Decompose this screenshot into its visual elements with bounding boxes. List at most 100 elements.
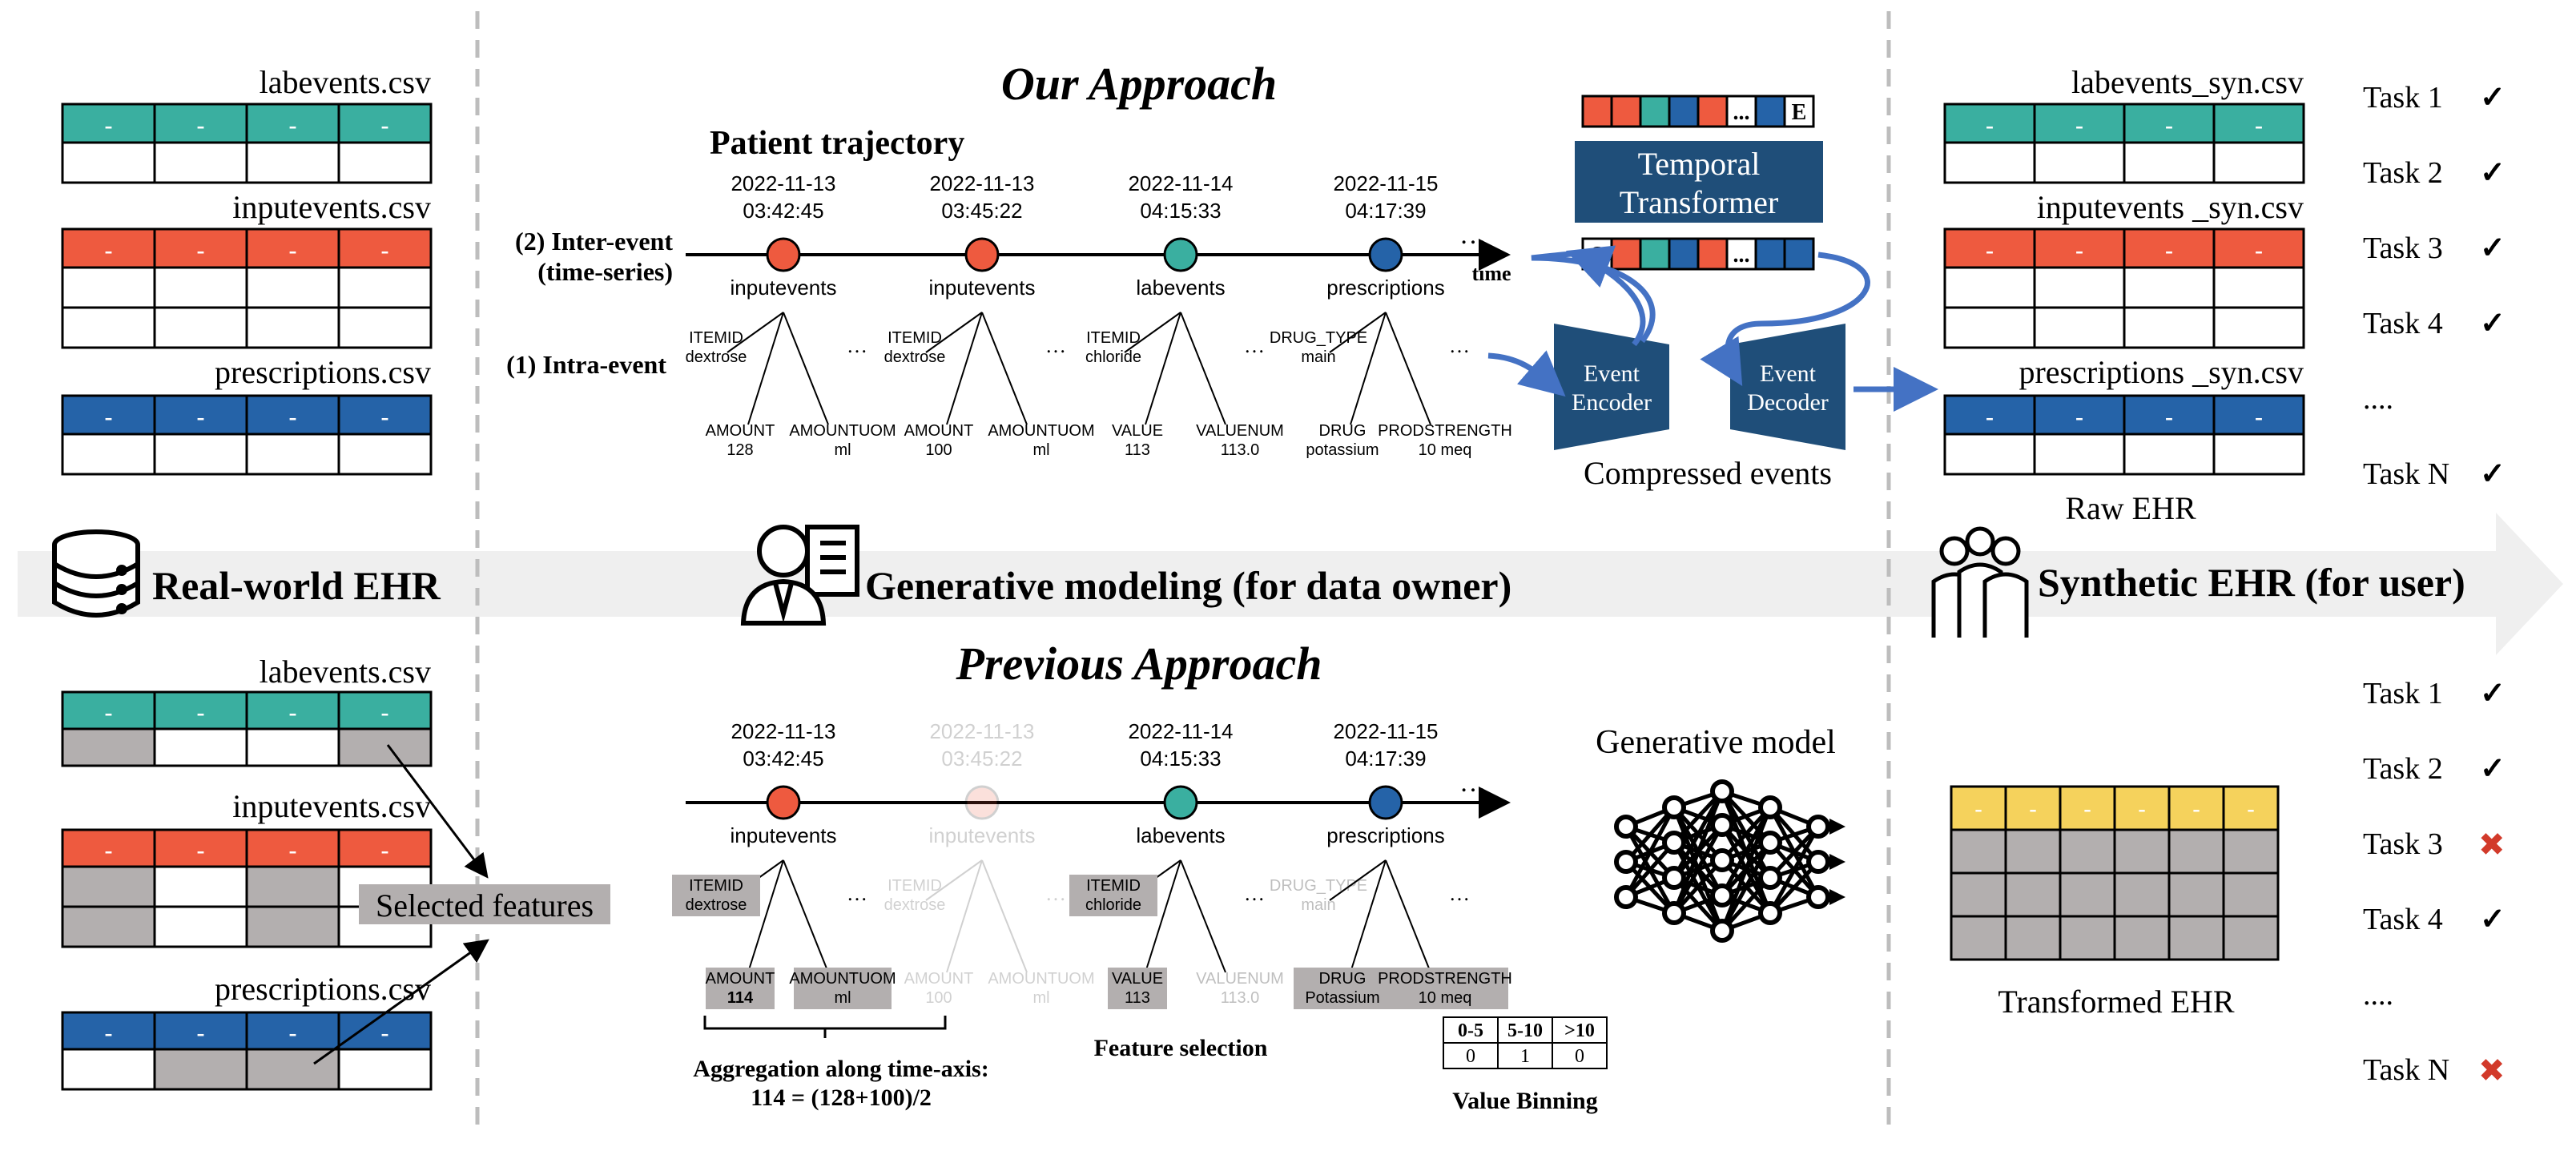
bin-value-label: 1 — [1520, 1046, 1530, 1067]
prescriptions-header-dash: - — [105, 404, 113, 430]
tree-branch — [727, 312, 784, 353]
transformed-header-dash: - — [2247, 797, 2254, 822]
table-labevents-bottom: ---- — [61, 690, 433, 767]
labevents-syn-cell — [2212, 141, 2305, 184]
prescriptions-header-cell — [61, 394, 156, 436]
section-title-generative: Generative modeling (for data owner) — [865, 563, 1511, 608]
nn-node — [1662, 795, 1686, 819]
tree-branch — [1329, 312, 1387, 353]
tree-leaf-key: DRUG — [1319, 422, 1366, 440]
bin-header-label: 5-10 — [1507, 1020, 1543, 1041]
event-time: 03:42:45 — [743, 199, 823, 223]
event-node — [1368, 785, 1403, 820]
token-cell — [1754, 237, 1786, 271]
temporal-transformer-box — [1575, 141, 1823, 223]
inputevents-syn-header-dash: - — [2075, 237, 2083, 264]
inter-event-label: (2) Inter-event — [515, 227, 673, 256]
syn-file-labevents: labevents_syn.csv — [2071, 64, 2304, 100]
task-label: Task 1 — [2363, 81, 2443, 115]
labevents-bottom-cell — [337, 727, 433, 767]
tree-leaf-key: VALUENUM — [1196, 970, 1284, 988]
task-check-icon: ✓ — [2480, 903, 2506, 936]
token-label: ... — [1733, 100, 1750, 125]
tree-branch — [981, 312, 1028, 425]
prescriptions-syn-cell — [1943, 433, 2036, 476]
event-1: 2022-11-1303:45:22inputevents…ITEMIDdext… — [884, 171, 1095, 459]
event-time: 04:17:39 — [1345, 199, 1426, 223]
nn-node — [1758, 866, 1782, 890]
labevents-bottom-header-dash: - — [197, 699, 205, 726]
table-prescriptions: ---- — [61, 394, 433, 476]
prescriptions-bottom-cell — [153, 1048, 248, 1091]
bin-header-label: 0-5 — [1458, 1020, 1483, 1041]
tree-leaf-highlight — [672, 875, 760, 916]
event-time: 04:15:33 — [1140, 199, 1221, 223]
inputevents-bottom-cell — [61, 865, 156, 908]
labevents-syn-header-cell — [2033, 103, 2126, 144]
tree-leaf-key: AMOUNTUOM — [789, 970, 896, 988]
transformed-header-dash: - — [2029, 797, 2036, 822]
inputevents-header-cell — [337, 227, 433, 269]
inputevents-syn-cell — [2033, 306, 2126, 349]
prescriptions-bottom-cell — [61, 1048, 156, 1091]
event-type-label: inputevents — [731, 823, 837, 847]
labevents-bottom-cell — [245, 727, 340, 767]
file-label-prescriptions: prescriptions.csv — [215, 354, 431, 390]
inputevents-header-cell — [153, 227, 248, 269]
tree-leaf-highlight — [1294, 968, 1391, 1009]
event-date: 2022-11-13 — [731, 719, 835, 743]
labevents-bottom-cell — [153, 727, 248, 767]
section-title-real-world: Real-world EHR — [152, 563, 441, 608]
labevents-syn-header-cell — [1943, 103, 2036, 144]
tree-ellipsis: … — [1244, 882, 1265, 905]
inputevents-cell — [245, 306, 340, 349]
tree-ellipsis: … — [847, 882, 867, 905]
tree-ellipsis: … — [1449, 882, 1470, 905]
bin-value-cell — [1552, 1042, 1608, 1069]
event-type-label: inputevents — [731, 276, 837, 300]
nn-node — [1710, 883, 1734, 907]
tree-leaf-key: PRODSTRENGTH — [1378, 422, 1512, 440]
event-node — [1163, 237, 1198, 272]
event-group-bottom: 2022-11-13 03:42:45 inputevents … ITEMIDdext… — [672, 719, 1512, 1009]
file-label-labevents-bottom: labevents.csv — [260, 654, 431, 690]
tree-branch — [925, 859, 983, 901]
prescriptions-syn-cell — [2033, 433, 2126, 476]
tree-leaf-highlight — [1382, 968, 1508, 1009]
transformed-cell — [2167, 915, 2225, 961]
data-owner-icon — [740, 525, 859, 626]
event-encoder-label-1: Event — [1584, 360, 1640, 387]
transformed-cell — [2222, 871, 2280, 918]
event-date: 2022-11-15 — [1333, 171, 1438, 195]
nn-edge — [1624, 806, 1676, 863]
syn-file-prescriptions: prescriptions _syn.csv — [2019, 354, 2304, 390]
nn-node — [1710, 919, 1734, 943]
users-icon — [1931, 526, 2029, 638]
task-check-icon: ✓ — [2480, 677, 2506, 710]
transformed-cell — [2167, 828, 2225, 875]
aggregation-label-1: Aggregation along time-axis: — [693, 1056, 988, 1082]
task-label: Task 4 — [2363, 903, 2443, 936]
tree-branch — [747, 312, 784, 425]
tree-leaf-value: dextrose — [686, 896, 747, 914]
inputevents-header-cell — [245, 227, 340, 269]
token-cell — [1725, 95, 1757, 128]
inputevents-syn-header-dash: - — [1986, 237, 1994, 264]
tree-leaf-key: VALUE — [1112, 970, 1163, 988]
aggregation-label-2: 114 = (128+100)/2 — [751, 1085, 932, 1111]
event-date: 2022-11-13 — [731, 171, 835, 195]
inputevents-header-dash: - — [197, 237, 205, 264]
event-time: 03:42:45 — [743, 746, 823, 771]
previous-approach-title: Previous Approach — [955, 638, 1322, 690]
tree-branch — [946, 312, 983, 425]
tree-leaf-value: dextrose — [884, 348, 946, 366]
transformed-cell — [2059, 828, 2116, 875]
